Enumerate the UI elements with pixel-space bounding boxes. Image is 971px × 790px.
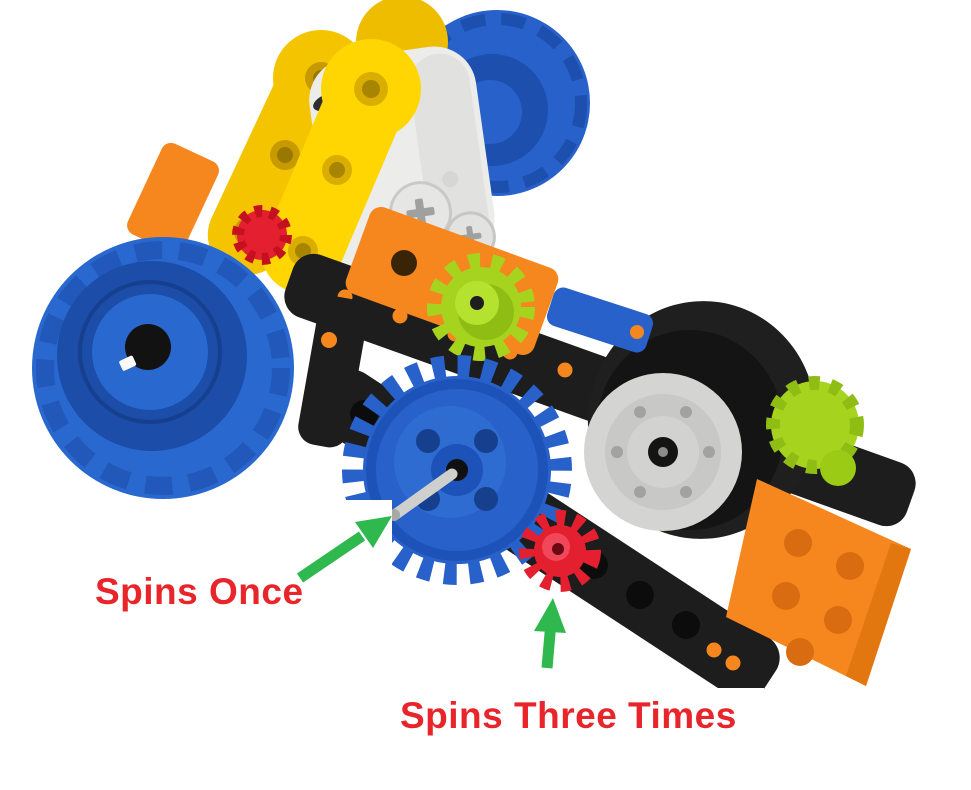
spins-three-times-label: Spins Three Times <box>400 695 737 736</box>
annotation-spins-once: Spins Once <box>95 516 392 612</box>
spins-once-label: Spins Once <box>95 571 304 612</box>
annotation-spins-three-times: Spins Three Times <box>400 598 737 736</box>
spins-once-arrow-head <box>355 516 392 548</box>
wheel-axle-hole <box>125 324 171 370</box>
right-lime-gear <box>766 376 864 486</box>
yellow-beam-front <box>261 39 421 293</box>
wheel-axle-pin <box>119 355 137 371</box>
front-blue-wheel <box>32 237 294 499</box>
orange-bracket-left <box>127 142 219 254</box>
spins-once-arrow-shaft <box>296 531 366 583</box>
blue-beam <box>546 287 654 353</box>
large-gear-axle <box>390 468 458 520</box>
lime-pinion-gear <box>427 253 535 361</box>
orange-plate-right <box>726 479 911 686</box>
right-tire <box>584 301 817 539</box>
large-blue-gear <box>342 355 572 585</box>
rear-red-gear <box>232 205 292 265</box>
spins-three-times-arrow-head <box>534 598 566 633</box>
small-red-bevel-gear <box>519 510 601 592</box>
